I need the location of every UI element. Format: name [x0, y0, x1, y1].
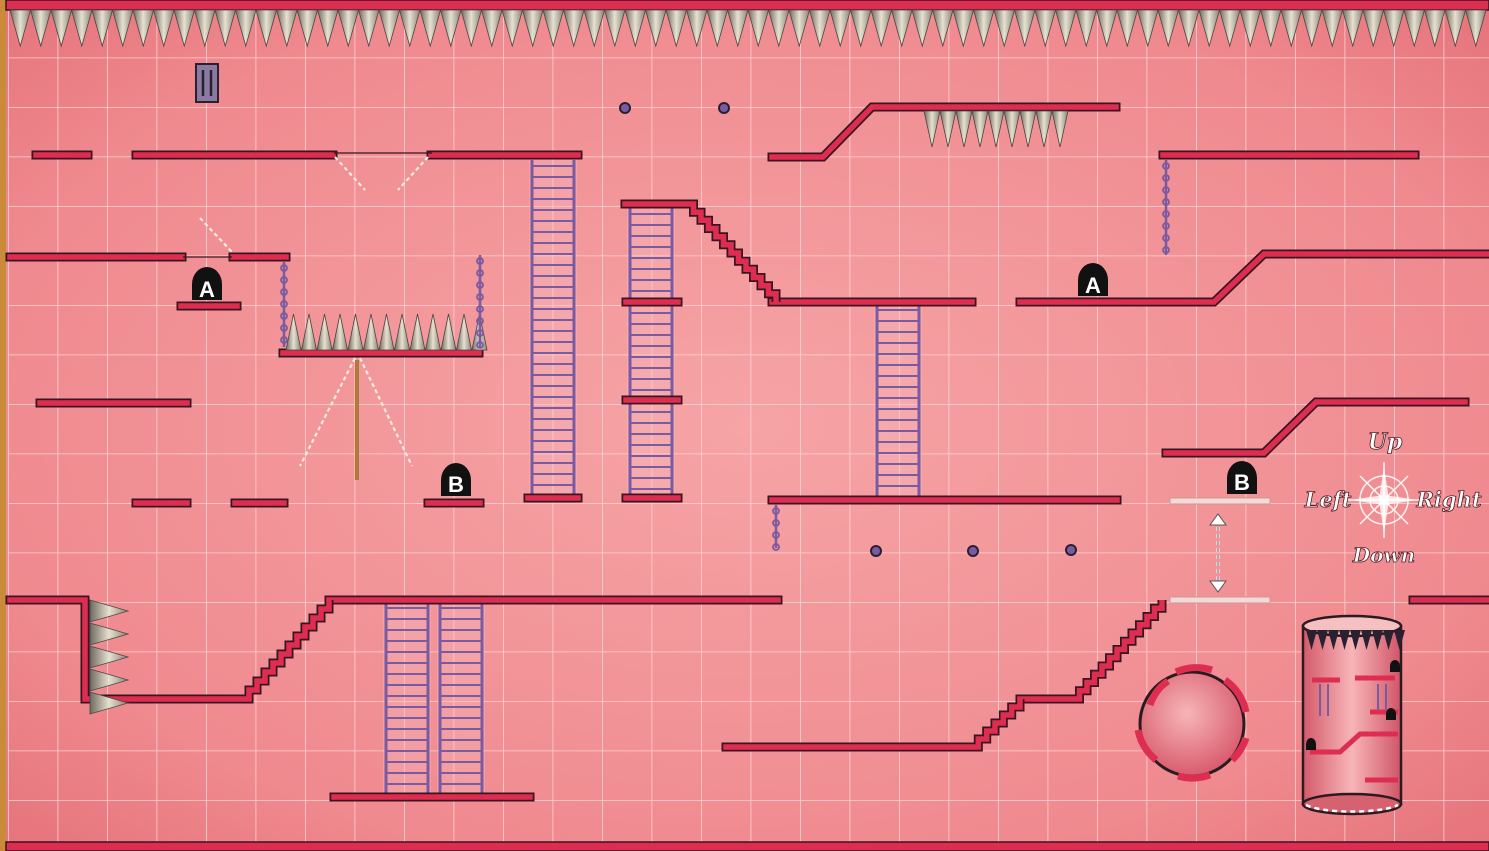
svg-text:B: B [448, 472, 464, 497]
compass-up-label: Up [1368, 429, 1403, 455]
bottom-border [6, 842, 1489, 851]
orb [1066, 545, 1076, 555]
ladder [529, 160, 577, 496]
marker-b-left[interactable]: B [441, 463, 471, 497]
ladder [627, 208, 675, 498]
map-grid [8, 8, 1489, 846]
exit-door-icon[interactable] [196, 64, 218, 102]
marker-b-right[interactable]: B [1227, 461, 1257, 495]
svg-text:B: B [1234, 470, 1250, 495]
left-frame-edge [0, 0, 6, 851]
compass-right-label: Right [1415, 487, 1481, 512]
orb [620, 103, 630, 113]
orb [968, 546, 978, 556]
orb [871, 546, 881, 556]
marker-a-right[interactable]: A [1078, 263, 1108, 298]
top-border [6, 0, 1489, 10]
marker-a-left[interactable]: A [192, 267, 222, 302]
tower-cylinder-icon[interactable] [1303, 616, 1405, 814]
compass-left-label: Left [1304, 487, 1352, 512]
ladder [874, 304, 922, 496]
svg-text:A: A [199, 277, 215, 302]
orb [719, 103, 729, 113]
svg-text:A: A [1085, 273, 1101, 298]
ladder [437, 602, 485, 796]
compass-down-label: Down [1352, 543, 1415, 567]
ladder [383, 602, 431, 796]
